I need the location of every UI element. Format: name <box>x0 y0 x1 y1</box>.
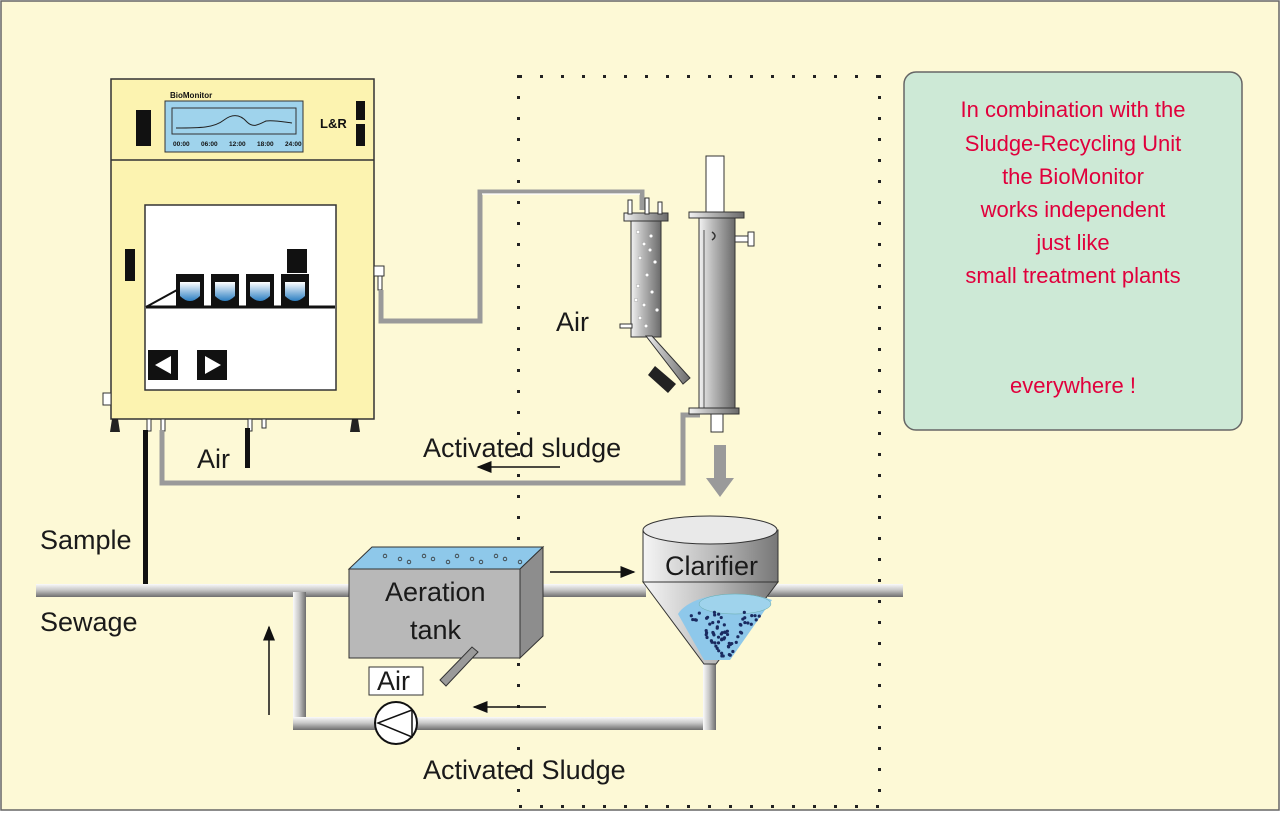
info-line-6: small treatment plants <box>965 263 1180 288</box>
label-aeration-tank-1: Aeration <box>385 577 486 607</box>
down-arrow <box>706 445 734 497</box>
display-time-tick: 24:00 <box>285 141 302 148</box>
label-air-tank: Air <box>377 666 410 696</box>
pump <box>374 701 418 745</box>
air-tank-box <box>368 666 424 696</box>
label-clarifier: Clarifier <box>665 551 758 581</box>
info-line-4: works independent <box>980 197 1166 222</box>
air-tube-device <box>245 428 250 468</box>
info-line-3: the BioMonitor <box>1002 164 1144 189</box>
display-curve <box>175 115 293 129</box>
air-bubbles <box>634 229 660 329</box>
label-air-column: Air <box>556 307 589 337</box>
info-line-1: In combination with the <box>960 97 1185 122</box>
clarifier <box>642 515 780 665</box>
device-title: BioMonitor <box>170 91 212 100</box>
label-sewage: Sewage <box>40 607 138 637</box>
display-time-tick: 00:00 <box>173 141 190 148</box>
info-line-8: everywhere ! <box>1010 373 1136 398</box>
sludge-tubes <box>159 189 700 486</box>
label-air-device: Air <box>197 444 230 474</box>
reaction-vessels <box>176 274 309 308</box>
device-top-slot-right-1 <box>356 101 365 120</box>
sludge-recycling-unit <box>619 155 755 497</box>
info-line-5: just like <box>1035 230 1109 255</box>
label-sample: Sample <box>40 525 132 555</box>
info-box: In combination with the Sludge-Recycling… <box>903 71 1243 431</box>
aeration-tank <box>347 545 545 696</box>
prev-button[interactable] <box>148 350 178 380</box>
next-button[interactable] <box>197 350 227 380</box>
device-top-slot-left <box>136 110 151 146</box>
info-line-2: Sludge-Recycling Unit <box>965 131 1181 156</box>
stirrer-block <box>287 249 307 273</box>
label-aeration-tank-2: tank <box>410 615 462 645</box>
sample-tube <box>143 430 148 585</box>
display-time-tick: 12:00 <box>229 141 246 148</box>
device-top-slot-right-2 <box>356 124 365 146</box>
device-logo: L&R <box>320 116 347 131</box>
label-activated-sludge-bottom: Activated Sludge <box>423 755 626 785</box>
display-time-ticks: 00:00 06:00 12:00 18:00 24:00 <box>173 141 302 148</box>
biomonitor-device: BioMonitor 00:00 06:00 12:00 18:00 24:00 L&R <box>102 78 385 432</box>
display-time-tick: 18:00 <box>257 141 274 148</box>
label-activated-sludge-top: Activated sludge <box>423 433 621 463</box>
device-display <box>164 100 304 153</box>
display-time-tick: 06:00 <box>201 141 218 148</box>
